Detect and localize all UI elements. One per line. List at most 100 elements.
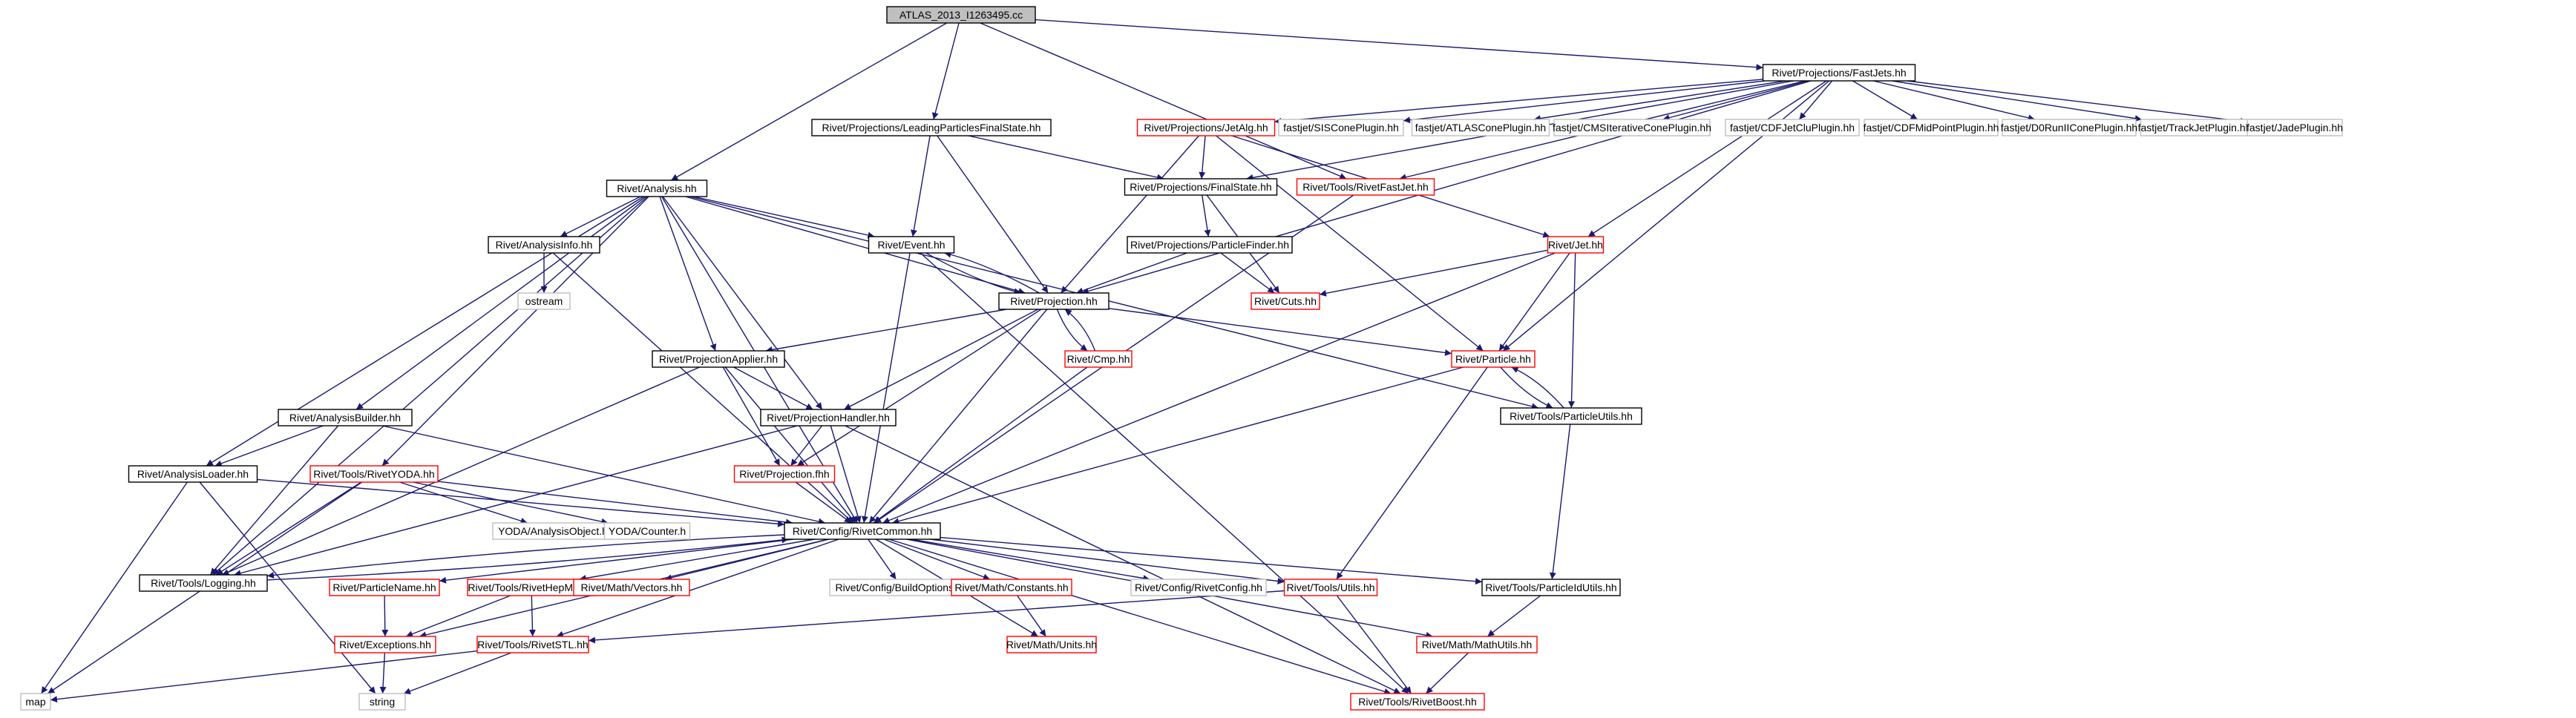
node-particlename-box[interactable]	[329, 579, 440, 596]
node-buildoptions[interactable]: Rivet/Config/BuildOptions.hh	[829, 579, 974, 596]
node-cmscone[interactable]: fastjet/CMSIterativeConePlugin.hh	[1553, 119, 1711, 136]
node-analysisbuilder[interactable]: Rivet/AnalysisBuilder.hh	[278, 409, 413, 426]
node-siscone-box[interactable]	[1278, 119, 1404, 136]
node-constants-box[interactable]	[951, 579, 1072, 596]
node-projfhh[interactable]: Rivet/Projection.fhh	[733, 465, 836, 483]
node-finalstate[interactable]: Rivet/Projections/FinalState.hh	[1124, 178, 1278, 196]
node-particlefinder[interactable]: Rivet/Projections/ParticleFinder.hh	[1127, 236, 1293, 254]
node-projfhh-box[interactable]	[733, 465, 836, 483]
node-root[interactable]: ATLAS_2013_I1263495.cc	[886, 6, 1036, 24]
node-yodacounter-box[interactable]	[603, 522, 691, 540]
node-units-box[interactable]	[1006, 636, 1097, 653]
node-units[interactable]: Rivet/Math/Units.hh	[1006, 636, 1097, 653]
node-analysisbuilder-box[interactable]	[278, 409, 413, 426]
node-ostream[interactable]: ostream	[517, 292, 571, 310]
node-rivethepmc-label: Rivet/Tools/RivetHepMC.hh	[468, 582, 594, 593]
node-analysisinfo[interactable]: Rivet/AnalysisInfo.hh	[488, 236, 600, 254]
node-logging[interactable]: Rivet/Tools/Logging.hh	[139, 574, 268, 592]
node-root-box[interactable]	[886, 6, 1036, 24]
node-cmp-box[interactable]	[1064, 350, 1133, 368]
edge-fastjets-to-jetalg	[1274, 79, 1763, 125]
node-rivetyoda[interactable]: Rivet/Tools/RivetYODA.hh	[309, 465, 439, 483]
node-rivetcommon-box[interactable]	[784, 522, 941, 540]
node-rivetyoda-box[interactable]	[309, 465, 439, 483]
node-logging-box[interactable]	[139, 574, 268, 592]
node-rivetcommon[interactable]: Rivet/Config/RivetCommon.hh	[784, 522, 941, 540]
node-string-box[interactable]	[358, 693, 406, 711]
node-map[interactable]: map	[20, 693, 51, 711]
node-cdfjetclu[interactable]: fastjet/CDFJetCluPlugin.hh	[1725, 119, 1860, 136]
node-jetalg[interactable]: Rivet/Projections/JetAlg.hh	[1136, 119, 1276, 136]
node-rivetstl-box[interactable]	[476, 636, 589, 653]
node-particle-box[interactable]	[1451, 350, 1536, 368]
node-rivetboost[interactable]: Rivet/Tools/RivetBoost.hh	[1350, 693, 1485, 711]
node-trackjet[interactable]: fastjet/TrackJetPlugin.hh	[2138, 119, 2252, 136]
node-particleutils[interactable]: Rivet/Tools/ParticleUtils.hh	[1500, 407, 1642, 425]
node-jet-box[interactable]	[1547, 236, 1605, 254]
node-cuts[interactable]: Rivet/Cuts.hh	[1251, 292, 1320, 310]
node-rivetstl[interactable]: Rivet/Tools/RivetSTL.hh	[476, 636, 589, 653]
node-particlefinder-box[interactable]	[1127, 236, 1293, 254]
node-cdfjetclu-box[interactable]	[1725, 119, 1860, 136]
node-event[interactable]: Rivet/Event.hh	[868, 236, 955, 254]
node-lpfs[interactable]: Rivet/Projections/LeadingParticlesFinalS…	[811, 119, 1052, 136]
edge-particlefinder-to-cuts	[1220, 252, 1275, 294]
node-d0run[interactable]: fastjet/D0RunIIConePlugin.hh	[2001, 119, 2137, 136]
node-utils-box[interactable]	[1283, 579, 1378, 596]
node-ostream-box[interactable]	[517, 292, 571, 310]
node-particleidutils-box[interactable]	[1481, 579, 1621, 596]
node-jade-box[interactable]	[2246, 119, 2343, 136]
node-projapplier[interactable]: Rivet/ProjectionApplier.hh	[652, 350, 785, 368]
node-rivetconfig-box[interactable]	[1130, 579, 1267, 596]
node-rivetfastjet-box[interactable]	[1296, 178, 1435, 196]
node-cdfmid-box[interactable]	[1864, 119, 1999, 136]
node-d0run-box[interactable]	[2002, 119, 2137, 136]
node-cuts-box[interactable]	[1251, 292, 1320, 310]
node-exceptions[interactable]: Rivet/Exceptions.hh	[334, 636, 436, 653]
node-vectors-box[interactable]	[573, 579, 690, 596]
node-jade[interactable]: fastjet/JadePlugin.hh	[2246, 119, 2343, 136]
node-projapplier-box[interactable]	[652, 350, 785, 368]
node-fastjets-box[interactable]	[1762, 64, 1916, 82]
node-mathutils-box[interactable]	[1416, 636, 1538, 653]
node-exceptions-box[interactable]	[334, 636, 436, 653]
node-cdfmid[interactable]: fastjet/CDFMidPointPlugin.hh	[1864, 119, 1999, 136]
node-atlascone-box[interactable]	[1411, 119, 1550, 136]
node-rivetconfig[interactable]: Rivet/Config/RivetConfig.hh	[1130, 579, 1267, 596]
node-rivetfastjet[interactable]: Rivet/Tools/RivetFastJet.hh	[1296, 178, 1435, 196]
node-projhandler[interactable]: Rivet/ProjectionHandler.hh	[760, 409, 897, 426]
node-mathutils[interactable]: Rivet/Math/MathUtils.hh	[1416, 636, 1538, 653]
node-atlascone[interactable]: fastjet/ATLASConePlugin.hh	[1411, 119, 1550, 136]
node-finalstate-box[interactable]	[1124, 178, 1278, 196]
node-particle[interactable]: Rivet/Particle.hh	[1451, 350, 1536, 368]
node-string[interactable]: string	[358, 693, 406, 711]
node-vectors[interactable]: Rivet/Math/Vectors.hh	[573, 579, 690, 596]
node-map-box[interactable]	[20, 693, 51, 711]
node-analysisloader-box[interactable]	[128, 465, 258, 483]
node-projhandler-box[interactable]	[760, 409, 897, 426]
node-rivetboost-box[interactable]	[1350, 693, 1485, 711]
node-cmscone-box[interactable]	[1553, 119, 1711, 136]
node-jetalg-label: Rivet/Projections/JetAlg.hh	[1144, 122, 1268, 134]
node-particleutils-box[interactable]	[1500, 407, 1642, 425]
node-jet[interactable]: Rivet/Jet.hh	[1547, 236, 1605, 254]
node-analysis-box[interactable]	[606, 180, 708, 197]
node-yodaao[interactable]: YODA/AnalysisObject.h	[492, 522, 614, 540]
node-rivethepmc[interactable]: Rivet/Tools/RivetHepMC.hh	[467, 579, 596, 596]
node-jetalg-box[interactable]	[1136, 119, 1276, 136]
node-utils[interactable]: Rivet/Tools/Utils.hh	[1283, 579, 1378, 596]
node-analysisloader[interactable]: Rivet/AnalysisLoader.hh	[128, 465, 258, 483]
node-event-box[interactable]	[868, 236, 955, 254]
node-particleidutils[interactable]: Rivet/Tools/ParticleIdUtils.hh	[1481, 579, 1621, 596]
node-lpfs-box[interactable]	[811, 119, 1052, 136]
node-cmp[interactable]: Rivet/Cmp.hh	[1064, 350, 1133, 368]
node-particlename[interactable]: Rivet/ParticleName.hh	[329, 579, 440, 596]
node-yodacounter[interactable]: YODA/Counter.h	[603, 522, 691, 540]
node-projection-box[interactable]	[998, 292, 1110, 310]
node-fastjets[interactable]: Rivet/Projections/FastJets.hh	[1762, 64, 1916, 82]
node-siscone[interactable]: fastjet/SISConePlugin.hh	[1278, 119, 1404, 136]
node-analysisinfo-box[interactable]	[488, 236, 600, 254]
node-constants[interactable]: Rivet/Math/Constants.hh	[951, 579, 1072, 596]
node-projection[interactable]: Rivet/Projection.hh	[998, 292, 1110, 310]
node-analysis[interactable]: Rivet/Analysis.hh	[606, 180, 708, 197]
